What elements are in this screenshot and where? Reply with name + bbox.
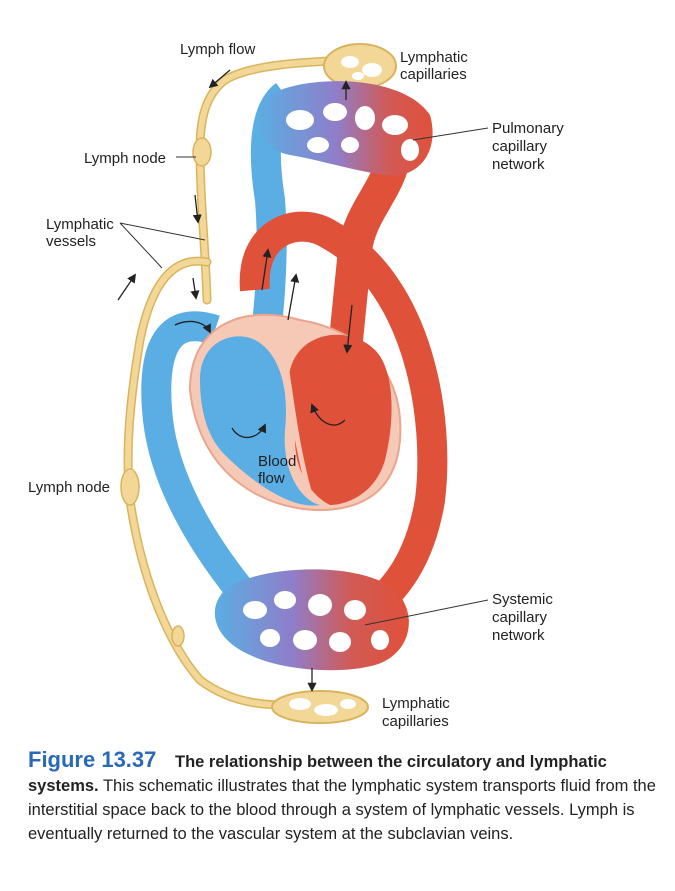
lymph-node-small: [171, 625, 185, 647]
right-heart: [200, 336, 320, 506]
lymph-node-top: [192, 137, 212, 167]
label-lymph-node-top: Lymph node: [84, 150, 166, 167]
arrow-pulm-artery-up: [261, 248, 272, 291]
arrow-pulm-vein-down: [343, 304, 353, 354]
arrow-lymph-up-left: [117, 273, 137, 301]
lymph-node-bottom: [120, 468, 140, 506]
figure-title: The relationship between the circulatory…: [28, 753, 607, 795]
left-heart: [288, 334, 392, 505]
label-systemic-network: Systemic capillary network: [492, 591, 557, 644]
leader-lines: [119, 127, 489, 626]
lymphatic-capillaries-top-shape: [323, 43, 397, 89]
label-lymphatic-capillaries-bottom: Lymphatic capillaries: [382, 695, 454, 730]
arrow-lymph-down-2: [190, 277, 200, 300]
label-lymph-node-bottom: Lymph node: [28, 479, 110, 496]
figure-number: Figure 13.37: [28, 747, 157, 772]
lymphatic-capillaries-bottom-shape: [271, 690, 369, 724]
arrow-left-ventricle: [310, 403, 346, 426]
label-blood-flow: Blood flow: [258, 453, 301, 487]
label-lymphatic-vessels: Lymphatic vessels: [46, 216, 118, 250]
aorta-loop: [239, 211, 448, 622]
label-lymphatic-capillaries-top: Lymphatic capillaries: [400, 49, 472, 83]
arrow-aorta-up: [287, 273, 300, 321]
label-pulmonary-network: Pulmonary capillary network: [492, 120, 568, 173]
figure-caption: Figure 13.37 The relationship between th…: [28, 748, 658, 846]
heart-septum: [282, 359, 313, 496]
figure-body: This schematic illustrates that the lymp…: [28, 777, 656, 843]
arrow-lymph-down-1: [192, 194, 202, 224]
vena-cava-loop: [141, 311, 252, 600]
heart: [188, 313, 402, 512]
arrow-right-ventricle: [231, 423, 267, 439]
arrow-venous-into-heart: [174, 320, 211, 334]
flow-arrows: [117, 69, 353, 692]
arrow-lymph-flow: [208, 69, 231, 89]
systemic-capillary-network: [214, 569, 409, 671]
label-lymph-flow: Lymph flow: [180, 41, 255, 58]
pulmonary-capillary-network: [257, 81, 433, 176]
